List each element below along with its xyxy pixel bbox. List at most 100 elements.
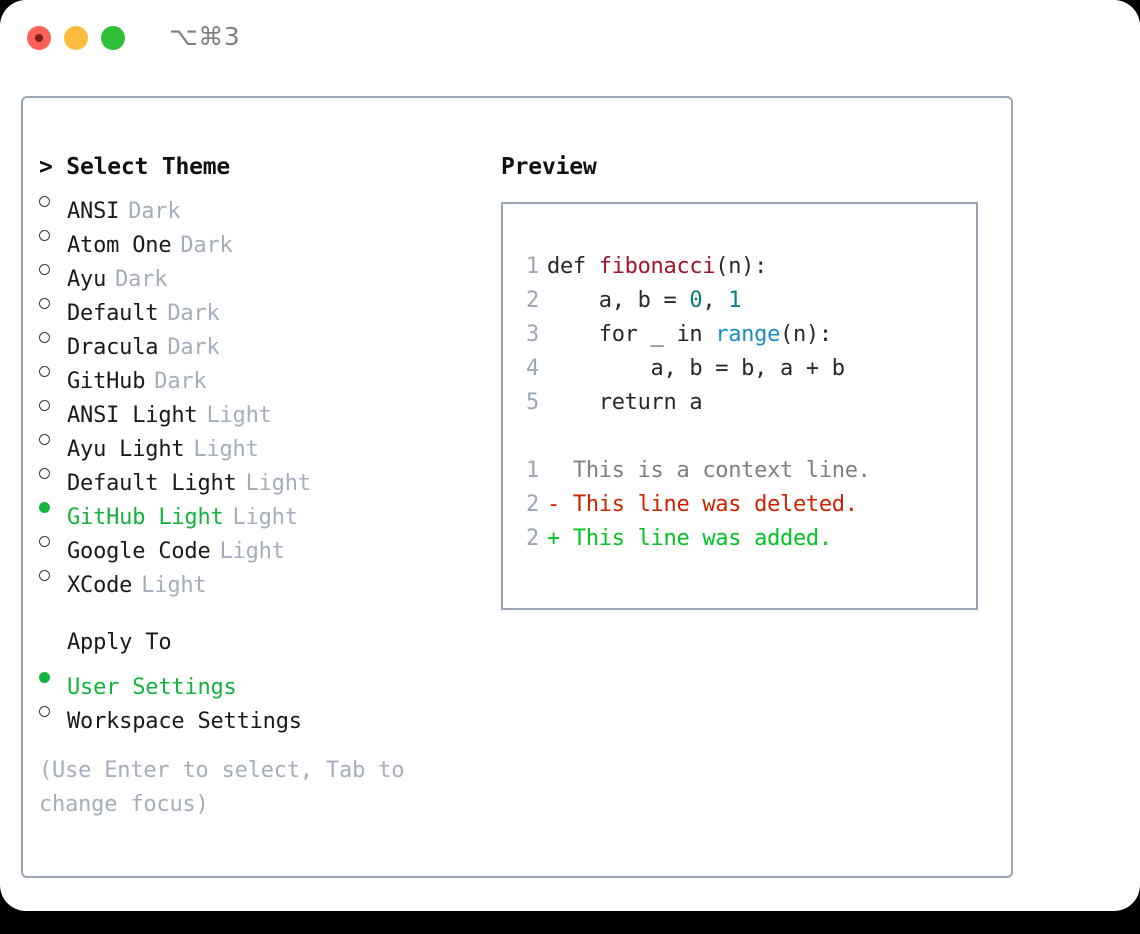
theme-item-label: XCode xyxy=(67,573,133,598)
radio-dot xyxy=(39,502,50,513)
radio-dot xyxy=(39,332,50,343)
theme-item-label: Default Light xyxy=(67,471,237,496)
diff-line-text: - This line was deleted. xyxy=(547,492,858,517)
radio-unselected-icon xyxy=(39,320,67,354)
code-token-kw: for _ in xyxy=(547,322,716,347)
diff-sample: 1 This is a context line. 2 - This line wa… xyxy=(503,454,976,556)
theme-list-item[interactable]: XCode Light xyxy=(39,558,489,598)
diff-line-text: + This line was added. xyxy=(547,526,832,551)
code-line-number: 2 xyxy=(526,288,539,313)
title-bar: ⌥⌘3 xyxy=(0,0,1140,76)
minimize-button[interactable] xyxy=(64,26,88,50)
theme-item-variant-badge: Light xyxy=(232,505,298,530)
code-line: 5 return a xyxy=(503,386,976,420)
apply-to-heading-label: Apply To xyxy=(67,630,172,655)
keyboard-hint-text: (Use Enter to select, Tab to change focu… xyxy=(39,758,405,817)
code-line: 4 a, b = b, a + b xyxy=(503,352,976,386)
radio-unselected-icon xyxy=(39,218,67,252)
radio-dot xyxy=(39,264,50,275)
theme-item-variant-badge: Light xyxy=(141,573,207,598)
theme-list-item[interactable]: Default Light Light xyxy=(39,456,489,496)
radio-dot xyxy=(39,706,50,717)
theme-list-item[interactable]: Ayu Dark xyxy=(39,252,489,292)
code-line: 2 a, b = 0, 1 xyxy=(503,284,976,318)
apply-to-option[interactable]: User Settings xyxy=(39,660,489,700)
apply-to-option[interactable]: Workspace Settings xyxy=(39,694,489,734)
theme-list-item[interactable]: Google Code Light xyxy=(39,524,489,564)
radio-dot xyxy=(39,298,50,309)
theme-item-label: GitHub Light xyxy=(67,505,224,530)
theme-item-label: Ayu xyxy=(67,267,107,292)
diff-line-number: 1 xyxy=(526,458,539,483)
radio-dot xyxy=(39,536,50,547)
diff-line-text: This is a context line. xyxy=(547,458,871,483)
theme-item-variant-badge: Dark xyxy=(154,369,207,394)
diff-line-add: 2+ This line was added. xyxy=(503,522,976,556)
code-token-plain: a, b = xyxy=(547,288,690,313)
theme-panel-title: > Select Theme xyxy=(39,154,231,180)
theme-item-variant-badge: Dark xyxy=(167,301,220,326)
diff-line-context: 1 This is a context line. xyxy=(503,454,976,488)
code-token-num: 0 xyxy=(689,288,703,313)
radio-dot xyxy=(39,400,50,411)
apply-to-heading: Apply To xyxy=(39,626,489,660)
radio-unselected-icon xyxy=(39,252,67,286)
theme-item-variant-badge: Dark xyxy=(167,335,220,360)
apply-to-option-label: User Settings xyxy=(67,675,237,700)
radio-unselected-icon xyxy=(39,456,67,490)
code-diff-separator xyxy=(503,420,976,454)
theme-item-variant-badge: Light xyxy=(245,471,311,496)
theme-item-variant-badge: Dark xyxy=(115,267,168,292)
keyboard-shortcut-label: ⌥⌘3 xyxy=(169,22,241,51)
code-line-number: 5 xyxy=(526,390,539,415)
code-token-kw: def xyxy=(547,254,599,279)
theme-item-variant-badge: Light xyxy=(219,539,285,564)
theme-item-label: ANSI xyxy=(67,199,120,224)
radio-dot xyxy=(39,672,50,683)
code-line-text: a, b = 0, 1 xyxy=(547,284,742,318)
code-line: 3 for _ in range(n): xyxy=(503,318,976,352)
diff-line-number: 2 xyxy=(526,492,539,517)
window-controls xyxy=(27,26,125,50)
code-line-number: 3 xyxy=(526,322,539,347)
radio-unselected-icon xyxy=(39,558,67,592)
code-line-text: for _ in range(n): xyxy=(547,318,832,352)
code-line-text: a, b = b, a + b xyxy=(547,352,846,386)
theme-list-item[interactable]: GitHub Dark xyxy=(39,354,489,394)
code-token-kw: return a xyxy=(547,390,703,415)
radio-unselected-icon xyxy=(39,388,67,422)
radio-unselected-icon xyxy=(39,184,67,218)
theme-item-label: Atom One xyxy=(67,233,172,258)
theme-item-label: Default xyxy=(67,301,159,326)
maximize-button[interactable] xyxy=(101,26,125,50)
radio-dot xyxy=(39,366,50,377)
radio-unselected-icon xyxy=(39,422,67,456)
code-line-number: 4 xyxy=(526,356,539,381)
theme-list-item[interactable]: GitHub Light Light xyxy=(39,490,489,530)
close-button[interactable] xyxy=(27,26,51,50)
theme-item-label: Google Code xyxy=(67,539,211,564)
radio-unselected-icon xyxy=(39,354,67,388)
code-token-plain: a, b = b, a + b xyxy=(547,356,846,381)
preview-title: Preview xyxy=(501,154,597,180)
theme-list-item[interactable]: Default Dark xyxy=(39,286,489,326)
code-token-fn: fibonacci xyxy=(598,254,716,279)
theme-item-label: GitHub xyxy=(67,369,146,394)
radio-dot xyxy=(39,196,50,207)
radio-dot xyxy=(39,230,50,241)
radio-unselected-icon xyxy=(39,694,67,728)
code-line-text: def fibonacci(n): xyxy=(547,250,767,284)
apply-to-option-label: Workspace Settings xyxy=(67,709,302,734)
radio-selected-icon xyxy=(39,490,67,524)
